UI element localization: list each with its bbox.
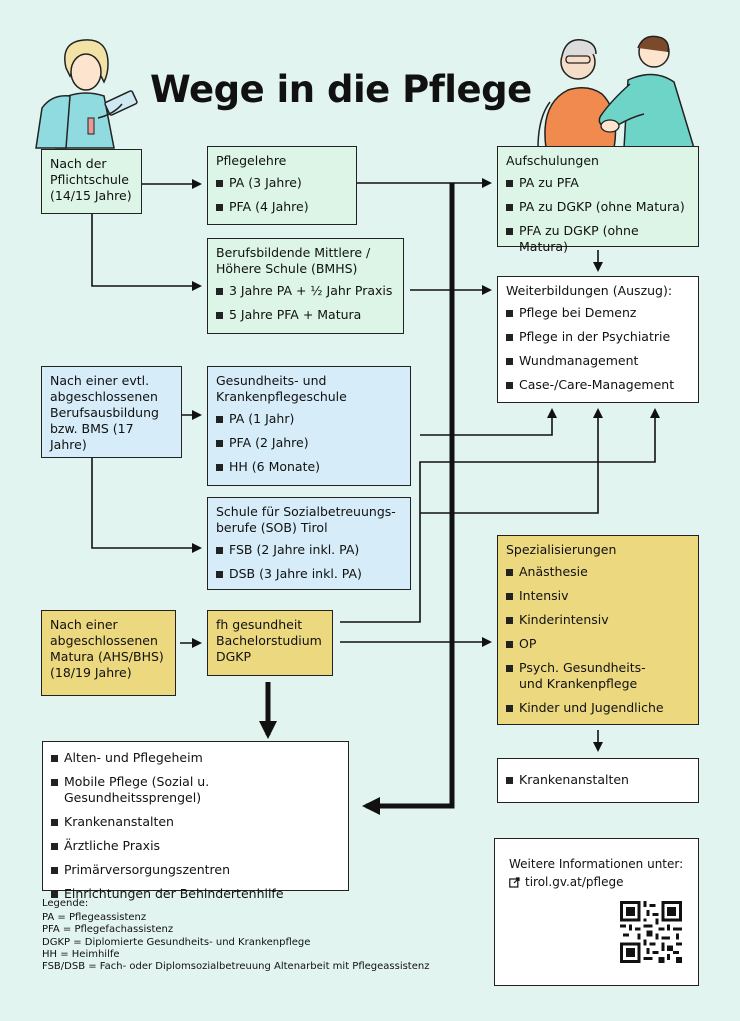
node-line: Berufsausbildung [50,405,159,420]
list-item: FSB (2 Jahre inkl. PA) [216,542,402,558]
legend-entry: FSB/DSB = Fach- oder Diplomsozialbetreuu… [42,961,430,973]
nurse-illustration [35,39,138,149]
list-item: Kinder und Jugendliche [506,700,690,716]
arrow-gukps-weiterbildungen [420,408,557,436]
thick-arrow-to-arbeitsfelder [362,183,455,815]
arrow-to-weiterbildungen-right [340,408,660,623]
node-aufschulungen: Aufschulungen PA zu PFA PA zu DGKP (ohne… [497,146,699,254]
node-title: Gesundheits- und Krankenpflegeschule [216,373,402,405]
info-label: Weitere Informationen unter: [509,857,684,871]
legend: Legende: PA = Pflegeassistenz PFA = Pfle… [42,898,429,973]
external-link-icon [509,876,520,888]
title-line: Krankenpflegeschule [216,389,347,404]
list-item: DSB (3 Jahre inkl. PA) [216,566,402,582]
list-item: Intensiv [506,588,690,604]
node-bmhs: Berufsbildende Mittlere / Höhere Schule … [207,238,404,334]
list-item: PFA (2 Jahre) [216,435,402,451]
node-line: Pflichtschule [50,172,129,187]
list-item: Psych. Gesundheits- und Krankenpflege [506,660,690,692]
title-line: Bachelorstudium [216,633,322,648]
node-line: Matura (AHS/BHS) [50,649,164,664]
node-line: (18/19 Jahre) [50,665,132,680]
node-title: Aufschulungen [506,153,599,168]
legend-entry: HH = Heimhilfe [42,948,120,960]
list-item: Pflege bei Demenz [506,305,690,321]
node-krankenanstalten: Krankenanstalten [497,758,699,803]
legend-entry: PFA = Pflegefachassistenz [42,924,174,936]
list-item: Case-/Care-Management [506,377,690,393]
node-line: (14/15 Jahre) [50,188,132,203]
node-line: Nach einer [50,617,118,632]
legend-title: Legende: [42,898,89,909]
list-item: Wundmanagement [506,353,690,369]
list-item: Kinderintensiv [506,612,690,628]
page-title: Wege in die Pflege [150,68,532,111]
node-gukps: Gesundheits- und Krankenpflegeschule PA … [207,366,411,486]
node-title: Schule für Sozialbetreuungs- berufe (SOB… [216,504,402,536]
info-box: Weitere Informationen unter: tirol.gv.at… [494,838,699,986]
arrow-pflichtschule-bmhs [91,214,202,291]
node-line: abgeschlossenen [50,389,158,404]
list-item: PA zu PFA [506,175,690,191]
info-link[interactable]: tirol.gv.at/pflege [509,873,684,891]
list-item: Krankenanstalten [51,814,340,830]
list-item: Anästhesie [506,564,690,580]
node-berufsausbildung: Nach einer evtl. abgeschlossenen Berufsa… [41,366,182,458]
node-line: bzw. BMS (17 Jahre) [50,421,134,452]
title-line: fh gesundheit [216,617,303,632]
list-item: OP [506,636,690,652]
arrow-sob-weiterbildungen [420,408,603,514]
node-line: Nach der [50,156,107,171]
title-line: Gesundheits- und [216,373,327,388]
list-item: Mobile Pflege (Sozial u. Gesundheitsspre… [51,774,340,806]
title-line: Berufsbildende Mittlere / [216,245,371,260]
node-matura: Nach einer abgeschlossenen Matura (AHS/B… [41,610,176,696]
node-title: Berufsbildende Mittlere / Höhere Schule … [216,245,395,277]
node-title: Pflegelehre [216,153,287,168]
title-line: berufe (SOB) Tirol [216,520,328,535]
node-title: Spezialisierungen [506,542,617,557]
list-item: PA (3 Jahre) [216,175,348,191]
legend-entry: PA = Pflegeassistenz [42,912,147,924]
list-item: Einrichtungen der Behindertenhilfe [51,886,340,902]
list-item: PA zu DGKP (ohne Matura) [506,199,690,215]
list-item: Alten- und Pflegeheim [51,750,340,766]
node-pflegelehre: Pflegelehre PA (3 Jahre) PFA (4 Jahre) [207,146,357,225]
title-line: DGKP [216,649,252,664]
node-line: abgeschlossenen [50,633,158,648]
node-spezialisierungen: Spezialisierungen Anästhesie Intensiv Ki… [497,535,699,725]
title-line: Schule für Sozialbetreuungs- [216,504,396,519]
list-item: PA (1 Jahr) [216,411,402,427]
list-item: 5 Jahre PFA + Matura [216,307,395,323]
node-line: Nach einer evtl. [50,373,150,388]
list-item: PFA zu DGKP (ohne Matura) [506,223,690,255]
list-item: HH (6 Monate) [216,459,402,475]
list-item: Ärztliche Praxis [51,838,340,854]
list-item: Krankenanstalten [506,772,690,788]
node-arbeitsfelder: Alten- und Pflegeheim Mobile Pflege (Soz… [42,741,349,901]
legend-entry: DGKP = Diplomierte Gesundheits- und Kran… [42,936,311,948]
list-item: 3 Jahre PA + ½ Jahr Praxis [216,283,395,299]
list-item: Pflege in der Psychiatrie [506,329,690,345]
list-item: Primärversorgungszentren [51,862,340,878]
node-sob: Schule für Sozialbetreuungs- berufe (SOB… [207,497,411,590]
list-item: PFA (4 Jahre) [216,199,348,215]
node-title: Weiterbildungen (Auszug): [506,283,673,298]
caregiver-illustration [537,35,695,148]
node-weiterbildungen: Weiterbildungen (Auszug): Pflege bei Dem… [497,276,699,403]
title-line: Höhere Schule (BMHS) [216,261,358,276]
node-pflichtschule: Nach der Pflichtschule (14/15 Jahre) [41,149,142,214]
info-link-text[interactable]: tirol.gv.at/pflege [525,875,624,889]
arrow-berufsausbildung-sob [91,458,202,553]
node-fh: fh gesundheit Bachelorstudium DGKP [207,610,333,676]
qr-code[interactable] [620,901,682,963]
